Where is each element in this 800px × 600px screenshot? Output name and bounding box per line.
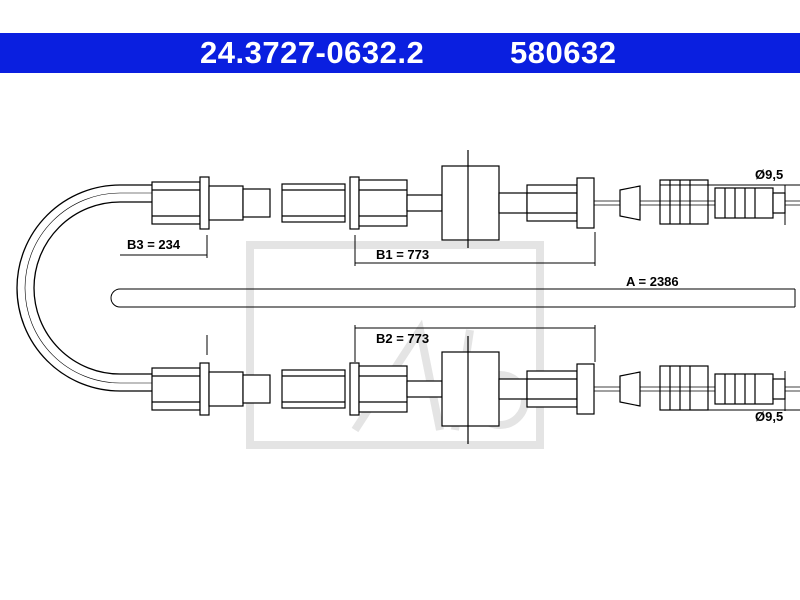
cable-sheath <box>16 184 153 392</box>
part-number: 24.3727-0632.2 <box>200 35 425 70</box>
dimension-b1-label: B1 = 773 <box>376 247 429 262</box>
dimension-b2-label: B2 = 773 <box>376 331 429 346</box>
dimension-lines <box>120 184 800 411</box>
diameter-bottom-label: Ø9,5 <box>755 409 783 424</box>
dimension-b3-label: B3 = 234 <box>127 237 181 252</box>
reference-number: 580632 <box>510 35 617 70</box>
dimension-a-label: A = 2386 <box>626 274 679 289</box>
dimension-a-line <box>110 288 796 308</box>
top-cable-assembly <box>151 150 800 248</box>
diameter-top-label: Ø9,5 <box>755 167 783 182</box>
header-bar: 24.3727-0632.2 580632 <box>0 33 800 73</box>
bottom-cable-assembly <box>151 336 800 444</box>
